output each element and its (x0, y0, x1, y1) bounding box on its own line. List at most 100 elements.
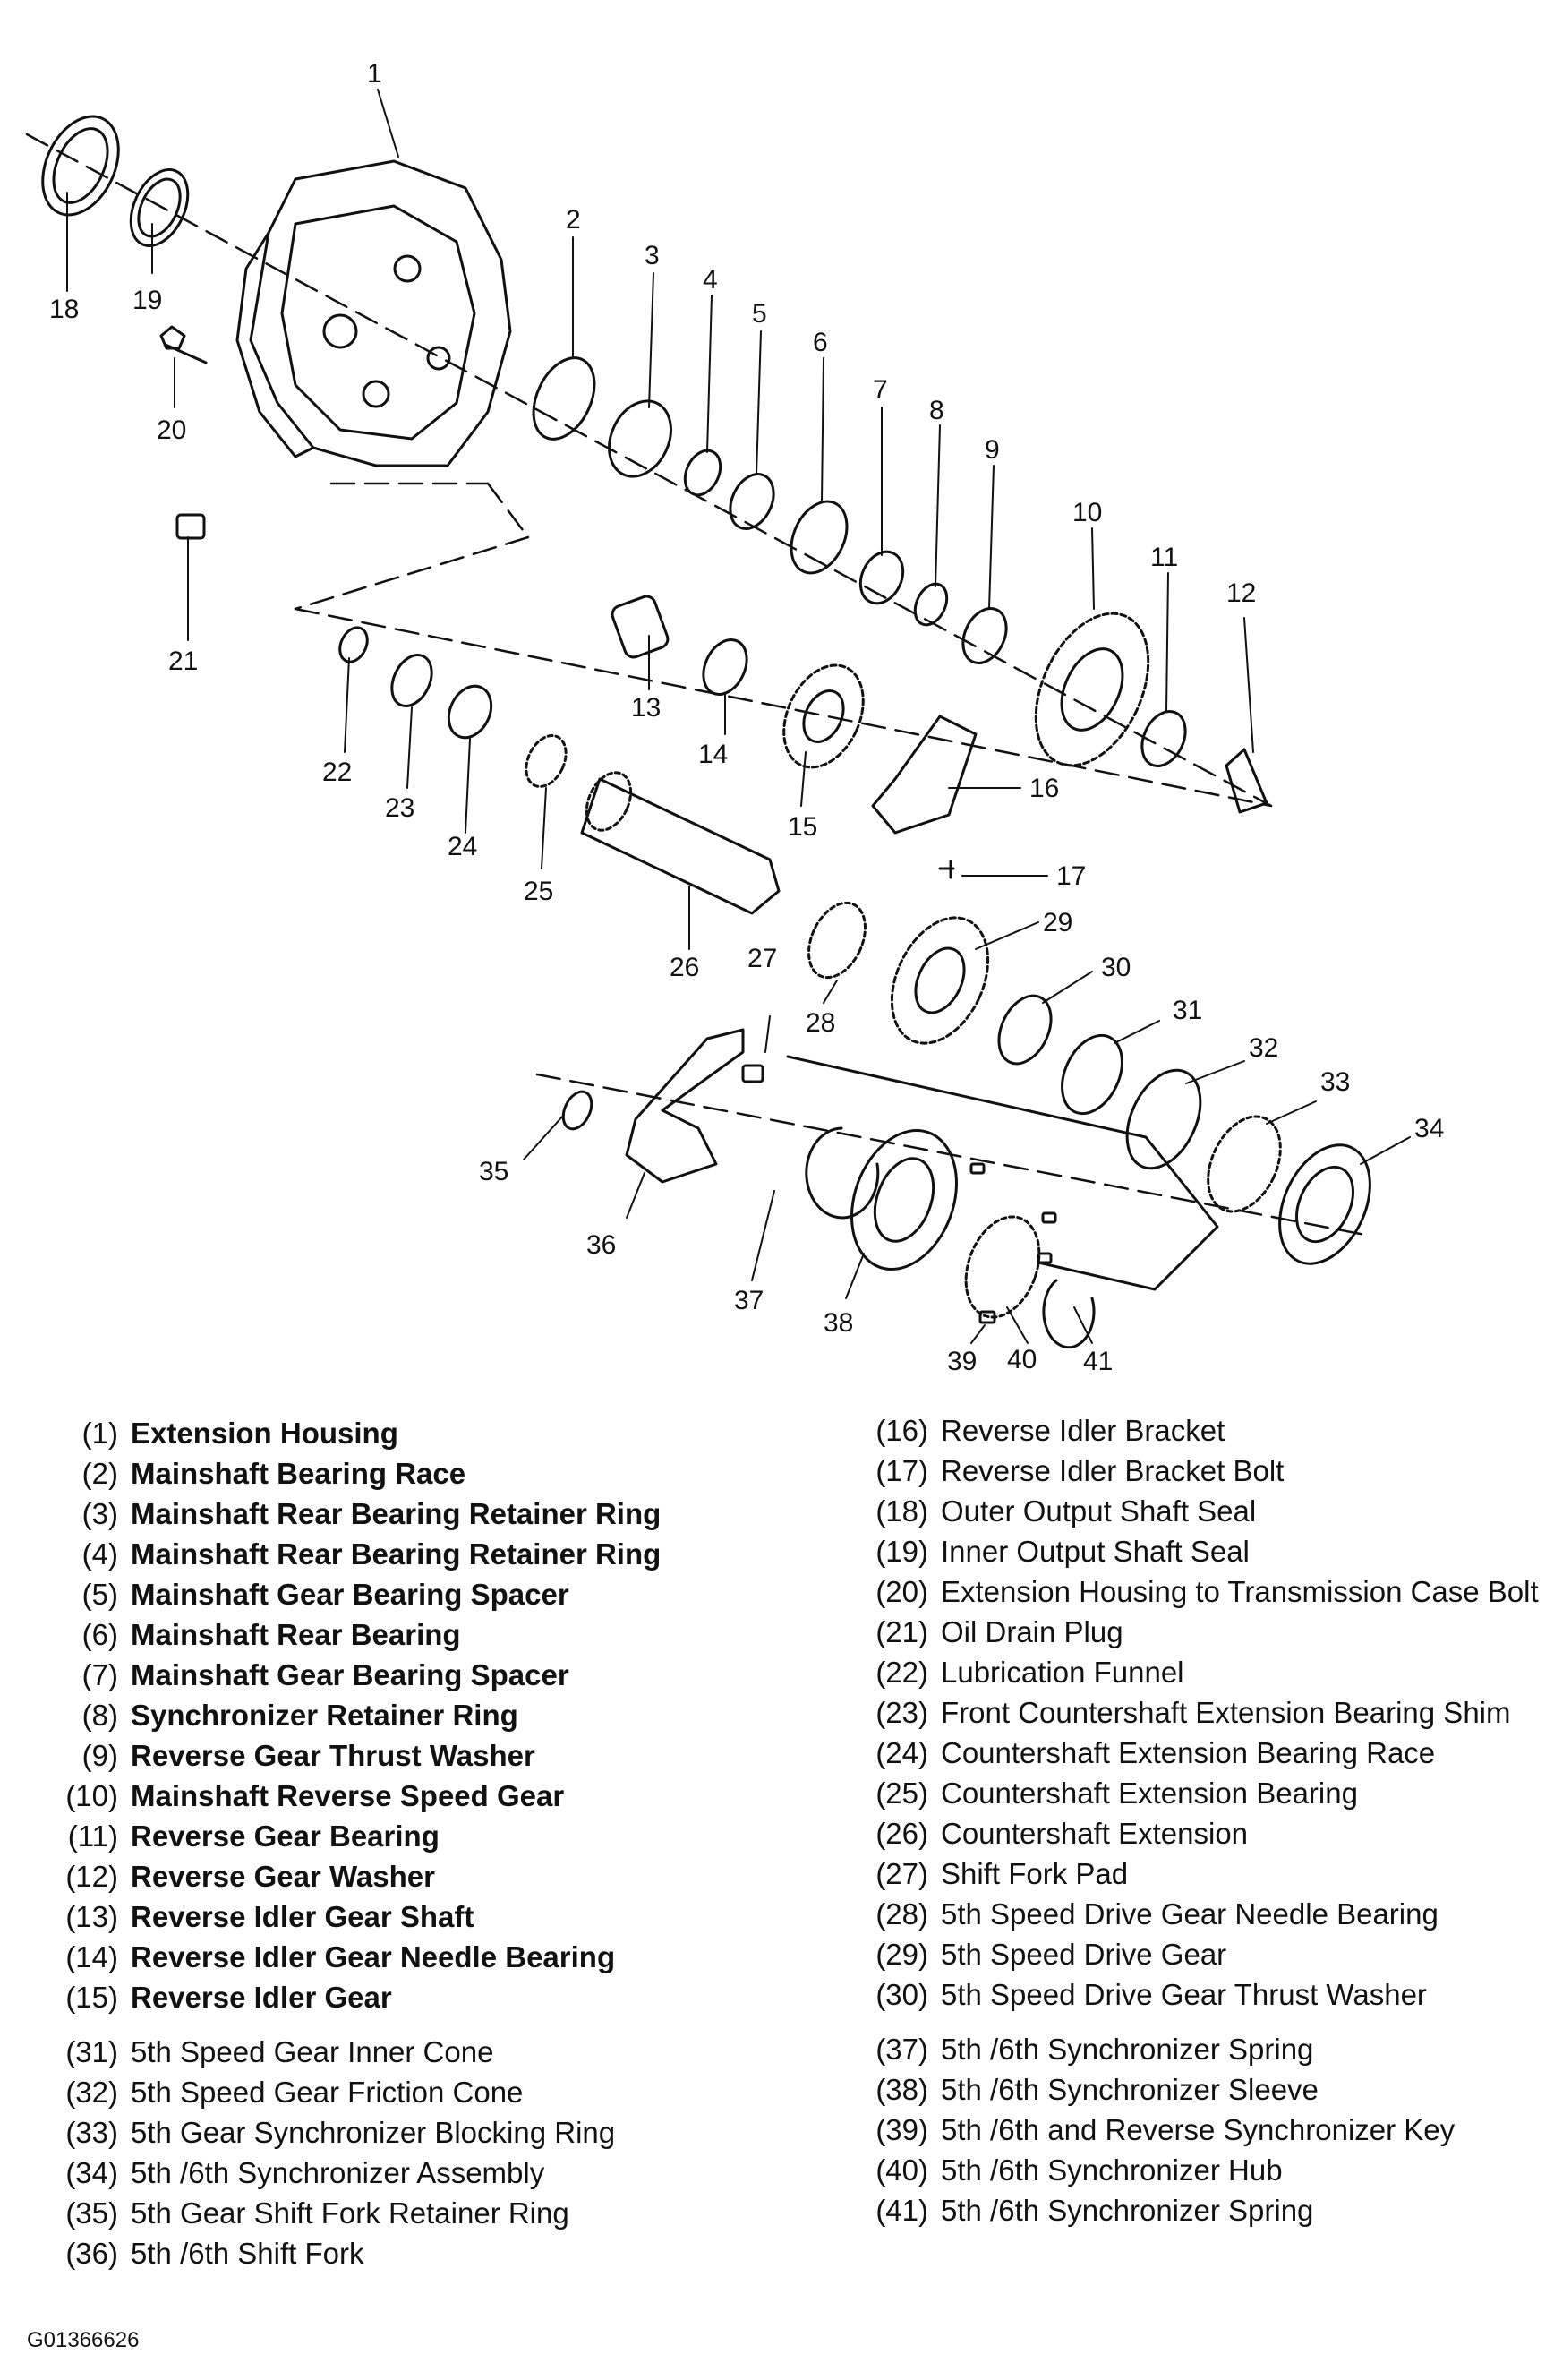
legend-item-number: (28) (875, 1897, 928, 1931)
legend-item-number: (37) (875, 2033, 928, 2066)
inner-output-shaft-seal-part (129, 168, 190, 247)
legend-item: (6)Mainshaft Rear Bearing (36, 1614, 824, 1655)
outer-output-shaft-seal-part (41, 115, 120, 217)
callout-5: 5 (752, 299, 767, 329)
legend-item-number: (32) (65, 2076, 118, 2109)
legend-item-text: Mainshaft Bearing Race (131, 1457, 466, 1490)
legend-item: (17) Reverse Idler Bracket Bolt (846, 1451, 1544, 1491)
legend-item-number: (19) (875, 1535, 928, 1568)
legend-item-text: 5th /6th Synchronizer Spring (941, 2033, 1314, 2066)
callout-22: 22 (322, 758, 352, 787)
legend-item: (9)Reverse Gear Thrust Washer (36, 1735, 824, 1776)
callout-20: 20 (157, 415, 186, 445)
legend-item-number: (2) (81, 1457, 118, 1490)
legend-item-number: (24) (875, 1736, 928, 1769)
legend-item-number: (13) (65, 1900, 118, 1933)
legend-item: (41)5th /6th Synchronizer Spring (846, 2190, 1544, 2230)
legend-item: (24)Countershaft Extension Bearing Race (846, 1733, 1544, 1773)
callout-34: 34 (1414, 1114, 1444, 1143)
legend-item: (23)Front Countershaft Extension Bearing… (846, 1692, 1544, 1733)
callout-36: 36 (586, 1230, 616, 1260)
legend-item-number: (12) (65, 1860, 118, 1893)
legend-item-text: Reverse Idler Bracket (941, 1414, 1225, 1447)
figure-id: G01366626 (27, 2328, 140, 2352)
legend-item-text: Mainshaft Gear Bearing Spacer (131, 1578, 569, 1611)
legend-item-number: (26) (875, 1817, 928, 1850)
legend-item-number: (20) (875, 1575, 928, 1608)
legend-item-number: (16) (875, 1414, 928, 1447)
callout-8: 8 (929, 396, 944, 425)
legend-item-number: (17) (875, 1454, 928, 1487)
legend-item: (11)Reverse Gear Bearing (36, 1816, 824, 1856)
legend-right-column: (16) Reverse Idler Bracket (17) Reverse Idl… (846, 1410, 1544, 2230)
legend-item-number: (33) (65, 2116, 118, 2149)
callout-35: 35 (479, 1157, 508, 1186)
legend-item-number: (21) (875, 1615, 928, 1648)
legend-item-text: Mainshaft Gear Bearing Spacer (131, 1658, 569, 1691)
legend-gap (36, 2017, 824, 2032)
legend-item-number: (40) (875, 2153, 928, 2187)
legend-item-number: (7) (81, 1658, 118, 1691)
callout-23: 23 (385, 793, 414, 823)
legend-item: (37) 5th /6th Synchronizer Spring (846, 2029, 1544, 2069)
callout-3: 3 (645, 241, 660, 270)
callout-19: 19 (132, 286, 162, 315)
legend-item-text: Synchronizer Retainer Ring (131, 1699, 518, 1732)
callout-28: 28 (806, 1008, 835, 1038)
legend-item: (32) 5th Speed Gear Friction Cone (36, 2072, 824, 2112)
legend-item-number: (6) (81, 1618, 118, 1651)
legend-item: (25)Countershaft Extension Bearing (846, 1773, 1544, 1813)
legend-item: (29)5th Speed Drive Gear (846, 1934, 1544, 1974)
legend-item-text: Inner Output Shaft Seal (941, 1535, 1250, 1568)
callout-24: 24 (448, 832, 477, 861)
legend-item: (15)Reverse Idler Gear (36, 1977, 824, 2017)
callout-39: 39 (947, 1347, 977, 1376)
callout-labels: 1 2 3 4 5 6 7 8 9 10 11 12 13 14 15 16 1… (49, 59, 1444, 1376)
callout-26: 26 (670, 953, 699, 982)
legend-item: (22)Lubrication Funnel (846, 1652, 1544, 1692)
legend-item-text: 5th Gear Synchronizer Blocking Ring (131, 2116, 616, 2149)
legend-item-text: 5th Gear Shift Fork Retainer Ring (131, 2196, 569, 2230)
legend-item-number: (15) (65, 1981, 118, 2014)
extension-housing-part (235, 159, 512, 467)
legend-item-number: (31) (65, 2035, 118, 2068)
legend-item-number: (29) (875, 1938, 928, 1971)
legend-item-text: Reverse Idler Bracket Bolt (941, 1454, 1285, 1487)
legend-item-text: 5th /6th Synchronizer Hub (941, 2153, 1283, 2187)
legend-item: (16) Reverse Idler Bracket (846, 1410, 1544, 1451)
legend-gap (846, 2015, 1544, 2029)
callout-11: 11 (1150, 543, 1178, 572)
legend-item-number: (34) (65, 2156, 118, 2189)
callout-13: 13 (631, 693, 661, 723)
callout-16: 16 (1029, 774, 1059, 803)
drain-plug-part (175, 513, 206, 540)
legend-item: (13) Reverse Idler Gear Shaft (36, 1896, 824, 1937)
legend-item-text: Extension Housing to Transmission Case B… (941, 1575, 1539, 1608)
callout-14: 14 (698, 740, 728, 769)
callout-9: 9 (985, 435, 1000, 465)
callout-25: 25 (524, 877, 553, 906)
legend-item-text: 5th Speed Drive Gear Needle Bearing (941, 1897, 1439, 1931)
legend-item-text: Reverse Idler Gear Shaft (131, 1900, 474, 1933)
legend-item-text: 5th Speed Drive Gear Thrust Washer (941, 1978, 1427, 2011)
legend-left-column: (1)Extension Housing(2)Mainshaft Bearing… (36, 1413, 824, 2273)
legend-item: (30)5th Speed Drive Gear Thrust Washer (846, 1974, 1544, 2015)
legend-item-text: Outer Output Shaft Seal (941, 1494, 1257, 1528)
legend-item: (36)5th /6th Shift Fork (36, 2233, 824, 2273)
legend-item-number: (18) (875, 1494, 928, 1528)
callout-18: 18 (49, 295, 79, 324)
callout-6: 6 (813, 328, 828, 357)
housing-bolt-part (159, 325, 208, 364)
callout-41: 41 (1083, 1347, 1113, 1376)
legend-item: (5)Mainshaft Gear Bearing Spacer (36, 1574, 824, 1614)
callout-37: 37 (734, 1286, 764, 1315)
legend-item-text: Reverse Idler Gear Needle Bearing (131, 1940, 616, 1973)
callout-32: 32 (1249, 1033, 1278, 1063)
legend-item-text: Shift Fork Pad (941, 1857, 1129, 1890)
legend-item: (18) Outer Output Shaft Seal (846, 1491, 1544, 1531)
legend-item: (26)Countershaft Extension (846, 1813, 1544, 1853)
legend-item-text: Reverse Gear Thrust Washer (131, 1739, 535, 1772)
legend-item: (3)Mainshaft Rear Bearing Retainer Ring (36, 1494, 824, 1534)
legend-item-text: 5th /6th and Reverse Synchronizer Key (941, 2113, 1456, 2146)
legend-item-text: 5th Speed Gear Friction Cone (131, 2076, 524, 2109)
